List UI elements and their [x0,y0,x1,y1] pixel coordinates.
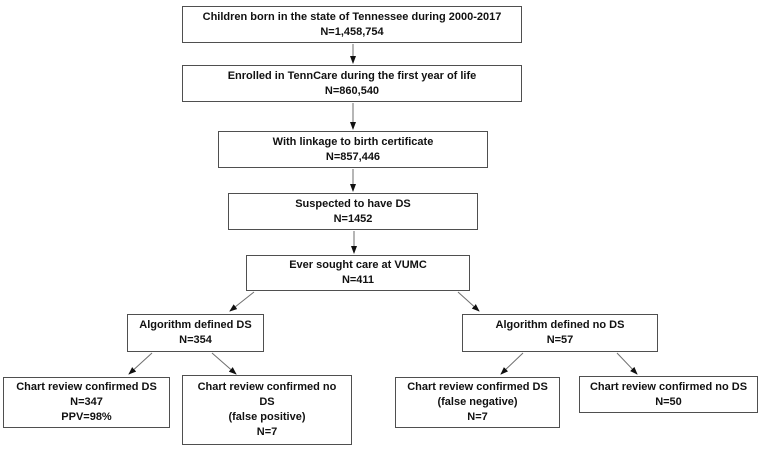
node-ppv: PPV=98% [61,411,112,423]
arrow-vumc-to-algorithm-ds [229,291,255,312]
node-count: N=7 [467,411,488,423]
node-label: Chart review confirmed DS [16,381,157,393]
node-chart-review-false-positive: Chart review confirmed no DS (false posi… [182,375,352,445]
node-label: Chart review confirmed no DS [197,381,337,408]
node-label: Chart review confirmed DS [407,381,548,393]
node-chart-review-confirmed-no-ds: Chart review confirmed no DS N=50 [579,376,758,413]
node-algorithm-defined-no-ds: Algorithm defined no DS N=57 [462,314,658,352]
arrow-algorithm-no-ds-to-false-negative [500,352,524,375]
node-label: Ever sought care at VUMC [289,259,427,271]
node-count: N=354 [179,334,212,346]
node-label: Suspected to have DS [295,197,411,210]
arrow-algorithm-no-ds-to-confirmed-no-ds [616,352,638,375]
arrow-algorithm-ds-to-confirmed-ds [128,352,153,375]
node-count: N=50 [655,395,682,408]
node-count: N=7 [256,426,278,438]
node-label: Chart review confirmed no DS [589,380,748,393]
node-label: Children born in the state of Tennessee … [202,10,502,23]
node-chart-review-confirmed-ds: Chart review confirmed DS N=347 PPV=98% [3,377,170,428]
arrow-algorithm-ds-to-false-positive [211,352,237,375]
node-label: With linkage to birth certificate [272,135,434,148]
node-count: N=857,446 [325,150,381,163]
node-label: Enrolled in TennCare during the first ye… [227,69,477,82]
node-label: Algorithm defined no DS [495,319,625,331]
node-note: (false negative) [437,396,518,408]
node-vumc-care: Ever sought care at VUMC N=411 [246,255,470,291]
node-tenncare-enrolled: Enrolled in TennCare during the first ye… [182,65,522,102]
node-count: N=347 [70,396,103,408]
node-born-cohort: Children born in the state of Tennessee … [182,6,522,43]
node-note: (false positive) [228,411,306,423]
node-birth-certificate-linkage: With linkage to birth certificate N=857,… [218,131,488,168]
node-count: N=57 [546,334,574,346]
node-chart-review-false-negative: Chart review confirmed DS (false negativ… [395,377,560,428]
node-count: N=860,540 [324,84,380,97]
node-count: N=411 [341,274,375,286]
node-count: N=1,458,754 [320,25,384,38]
node-suspected-ds: Suspected to have DS N=1452 [228,193,478,230]
arrow-vumc-to-algorithm-no-ds [457,291,480,312]
node-count: N=1452 [333,212,373,225]
node-label: Algorithm defined DS [139,319,252,331]
node-algorithm-defined-ds: Algorithm defined DS N=354 [127,314,264,352]
